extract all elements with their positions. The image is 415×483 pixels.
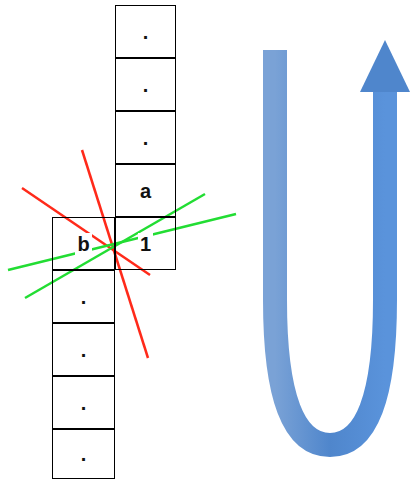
grid-cell: .	[115, 58, 176, 111]
cell-text: .	[79, 286, 89, 308]
cell-text: .	[141, 127, 151, 149]
grid-cell: a	[115, 164, 176, 217]
grid-cell: .	[52, 429, 115, 479]
cell-text: .	[141, 74, 151, 96]
arrow-head	[360, 40, 410, 92]
grid-cell: .	[115, 111, 176, 164]
u-turn-arrow	[275, 50, 385, 445]
grid-cell: .	[52, 323, 115, 376]
cell-text: .	[79, 443, 89, 465]
grid-cell: .	[115, 5, 176, 58]
grid-cell: .	[52, 270, 115, 323]
grid-cell: 1	[115, 217, 176, 270]
grid-cell: b	[52, 217, 115, 270]
grid-cell: .	[52, 376, 115, 429]
cell-text: 1	[138, 233, 153, 255]
cell-text: a	[138, 180, 153, 202]
cell-text: .	[79, 339, 89, 361]
cell-text: .	[79, 392, 89, 414]
cell-text: b	[75, 233, 91, 255]
cell-text: .	[141, 21, 151, 43]
